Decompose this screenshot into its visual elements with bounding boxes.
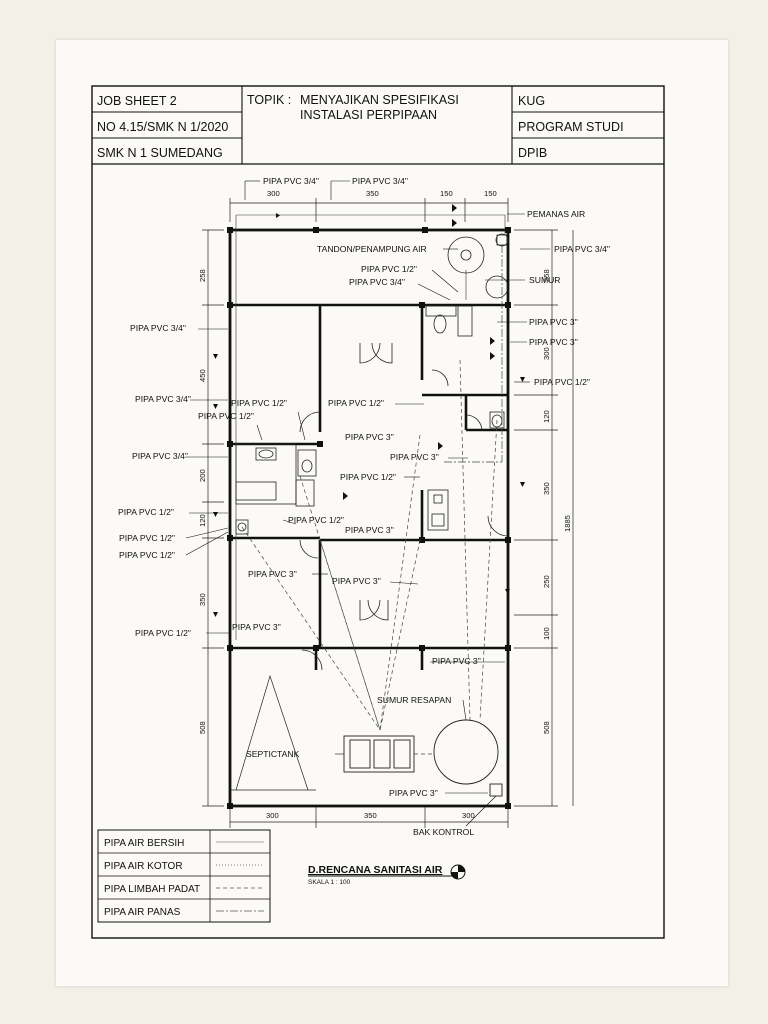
dim-bottom-1: 300 xyxy=(266,811,279,820)
label-pipe-left-12-c: PIPA PVC 1/2" xyxy=(119,550,175,560)
label-pipe-mid-12: PIPA PVC 1/2" xyxy=(288,515,344,525)
legend-label-2: PIPA AIR KOTOR xyxy=(104,861,183,872)
label-pipe-center-12: PIPA PVC 1/2" xyxy=(328,398,384,408)
program-label: PROGRAM STUDI xyxy=(518,120,624,134)
dim-top-2: 350 xyxy=(366,189,379,198)
label-pipe-left-12-a: PIPA PVC 1/2" xyxy=(118,507,174,517)
bathroom-fixtures xyxy=(235,305,505,535)
label-pipe-left-34-a: PIPA PVC 3/4" xyxy=(130,323,186,333)
columns xyxy=(227,227,511,809)
label-pipe-right-3-a: PIPA PVC 3" xyxy=(529,317,578,327)
topic-line1: MENYAJIKAN SPESIFIKASI xyxy=(300,93,459,107)
sheet-number-text: NO 4.15/SMK N 1/2020 xyxy=(97,120,228,134)
legend-label-1: PIPA AIR BERSIH xyxy=(104,838,184,849)
label-pipe-tandon-34: PIPA PVC 3/4" xyxy=(349,277,405,287)
label-top-pipe-b: PIPA PVC 3/4" xyxy=(352,176,408,186)
septic-area xyxy=(230,674,503,797)
label-pipe-left-34-b: PIPA PVC 3/4" xyxy=(135,394,191,404)
label-pipe-lower-3-a: PIPA PVC 3" xyxy=(248,569,297,579)
label-pipe-right-34: PIPA PVC 3/4" xyxy=(554,244,610,254)
dim-left-2: 450 xyxy=(198,369,207,382)
label-pipe-kitchen-3: PIPA PVC 3" xyxy=(390,452,439,462)
label-pipe-left-12-b: PIPA PVC 1/2" xyxy=(119,533,175,543)
legend-label-3: PIPA LIMBAH PADAT xyxy=(104,884,200,895)
dimension-texts: 300 350 150 150 300 350 300 258 450 200 … xyxy=(198,189,572,820)
label-sumur-resapan: SUMUR RESAPAN xyxy=(377,695,451,705)
label-septictank: SEPTICTANK xyxy=(246,749,300,759)
title-block: JOB SHEET 2 NO 4.15/SMK N 1/2020 SMK N 1… xyxy=(92,86,664,165)
label-tandon: TANDON/PENAMPUNG AIR xyxy=(317,244,427,254)
drawing-title: D.RENCANA SANITASI AIR xyxy=(308,864,443,876)
label-pipe-center-12-b: PIPA PVC 1/2" xyxy=(340,472,396,482)
label-pipe-left-34-c: PIPA PVC 3/4" xyxy=(132,451,188,461)
dim-bottom-2: 350 xyxy=(364,811,377,820)
dim-right-6: 100 xyxy=(542,627,551,640)
dim-left-5: 350 xyxy=(198,593,207,606)
pipe-labels: PIPA PVC 3/4" PIPA PVC 3/4" PEMANAS AIR … xyxy=(118,176,610,837)
label-pipe-bottom-3: PIPA PVC 3" xyxy=(389,788,438,798)
drawing-scale: SKALA 1 : 100 xyxy=(308,879,351,886)
dim-right-7: 508 xyxy=(542,721,551,734)
label-pipe-mid-3: PIPA PVC 3" xyxy=(345,525,394,535)
hot-water-pipes xyxy=(444,245,503,463)
dim-right-2: 300 xyxy=(542,347,551,360)
job-sheet-text: JOB SHEET 2 xyxy=(97,94,177,108)
kug-text: KUG xyxy=(518,94,545,108)
dim-right-4: 350 xyxy=(542,482,551,495)
frame-border xyxy=(91,85,665,939)
dim-left-4: 120 xyxy=(198,514,207,527)
dimension-lines xyxy=(202,198,574,828)
legend-label-4: PIPA AIR PANAS xyxy=(104,907,181,918)
clean-water-pipes xyxy=(235,214,506,640)
label-pipe-tandon-12: PIPA PVC 1/2" xyxy=(361,264,417,274)
label-pipe-lower-3-b: PIPA PVC 3" xyxy=(332,576,381,586)
label-pipe-lower-right-3: PIPA PVC 3" xyxy=(432,656,481,666)
topic-label: TOPIK : xyxy=(247,93,291,107)
dim-top-1: 300 xyxy=(267,189,280,198)
school-text: SMK N 1 SUMEDANG xyxy=(97,146,223,160)
label-pipe-bath-12-b: PIPA PVC 1/2" xyxy=(198,411,254,421)
legend-table: PIPA AIR BERSIH PIPA AIR KOTOR PIPA LIMB… xyxy=(97,829,271,923)
leader-lines xyxy=(185,180,550,827)
label-pipe-bath-12-a: PIPA PVC 1/2" xyxy=(231,398,287,408)
label-pipe-right-3-b: PIPA PVC 3" xyxy=(529,337,578,347)
tank-area xyxy=(447,233,509,299)
label-pipe-left-12-d: PIPA PVC 1/2" xyxy=(135,628,191,638)
label-pemanas-air: PEMANAS AIR xyxy=(527,209,585,219)
dim-right-3: 120 xyxy=(542,410,551,423)
walls xyxy=(228,228,510,808)
dim-top-3: 150 xyxy=(440,189,453,198)
dim-top-4: 150 xyxy=(484,189,497,198)
dim-total: 1885 xyxy=(563,515,572,532)
label-bak-kontrol: BAK KONTROL xyxy=(413,827,474,837)
dim-bottom-3: 300 xyxy=(462,811,475,820)
dim-left-3: 200 xyxy=(198,469,207,482)
label-pipe-right-12: PIPA PVC 1/2" xyxy=(534,377,590,387)
label-top-pipe-a: PIPA PVC 3/4" xyxy=(263,176,319,186)
paper-sheet xyxy=(56,40,728,986)
label-pipe-lower-3-c: PIPA PVC 3" xyxy=(232,622,281,632)
label-pipe-center-3: PIPA PVC 3" xyxy=(345,432,394,442)
label-sumur: SUMUR xyxy=(529,275,561,285)
doors xyxy=(299,342,509,671)
program-text: DPIB xyxy=(518,146,547,160)
dim-left-6: 508 xyxy=(198,721,207,734)
topic-line2: INSTALASI PERPIPAAN xyxy=(300,108,437,122)
waste-pipes xyxy=(241,359,498,755)
dim-right-5: 250 xyxy=(542,575,551,588)
drawing-title-block: D.RENCANA SANITASI AIR SKALA 1 : 100 xyxy=(308,864,466,886)
dim-left-1: 258 xyxy=(198,269,207,282)
dim-right-1: 258 xyxy=(542,269,551,282)
